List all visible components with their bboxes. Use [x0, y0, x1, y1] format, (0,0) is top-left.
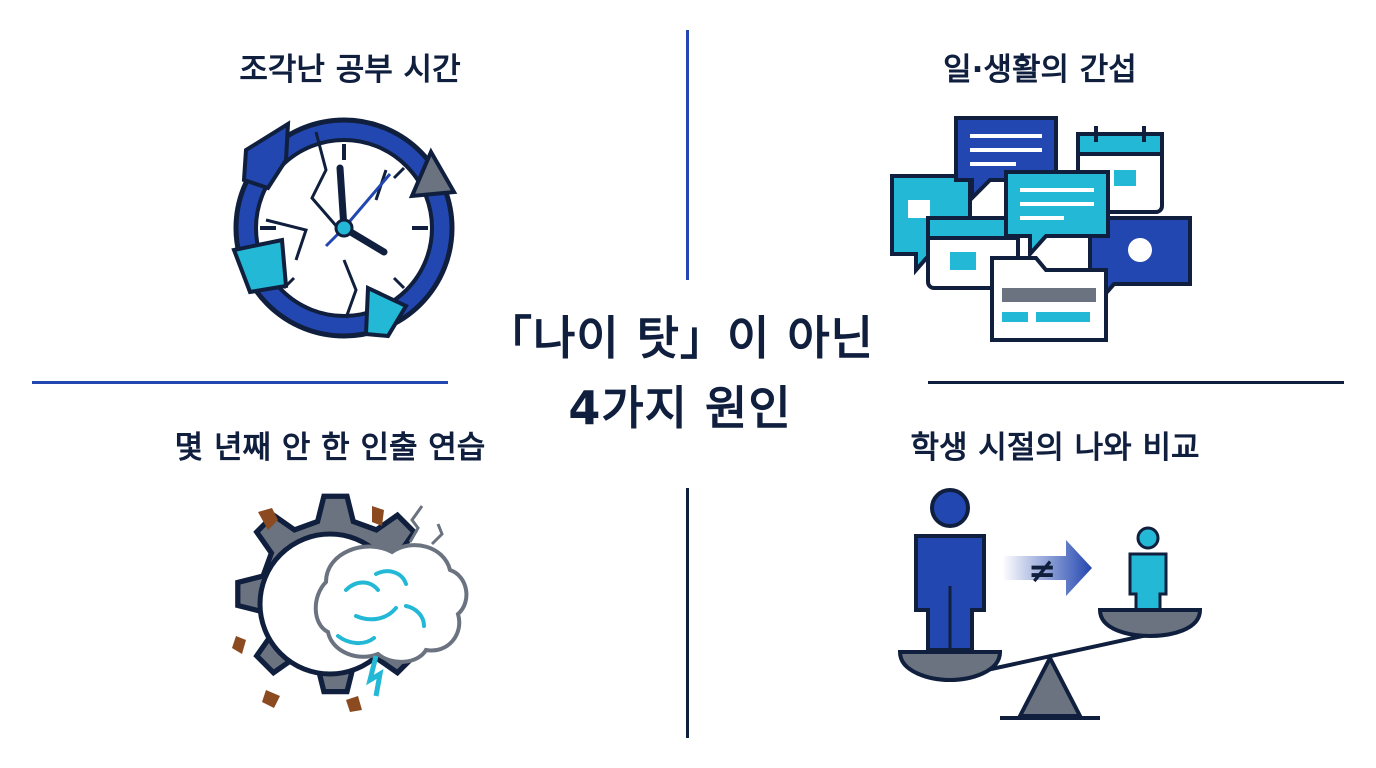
divider-bottom-vertical [686, 488, 689, 738]
center-title-line-2: 4가지 원인 [568, 381, 792, 435]
chat-calendar-overload-icon [890, 116, 1192, 342]
title-work-life-interference: 일·생활의 간섭 [943, 52, 1137, 88]
title-compare-student-self: 학생 시절의 나와 비교 [910, 430, 1200, 466]
rusty-gear-brain-icon [232, 493, 469, 712]
broken-clock-icon [231, 117, 458, 339]
center-title: 「나이 탓」이 아닌 4가지 원인 [430, 303, 930, 443]
divider-top-vertical [686, 30, 689, 280]
divider-left-horizontal [32, 381, 448, 384]
title-fragmented-study-time: 조각난 공부 시간 [239, 52, 461, 88]
unequal-scale-icon: ≠ [897, 488, 1203, 720]
not-equal-symbol: ≠ [1028, 551, 1057, 591]
center-title-line-1: 「나이 탓」이 아닌 [486, 311, 874, 365]
title-no-retrieval-practice: 몇 년째 안 한 인출 연습 [174, 430, 486, 466]
divider-right-horizontal [928, 381, 1344, 384]
